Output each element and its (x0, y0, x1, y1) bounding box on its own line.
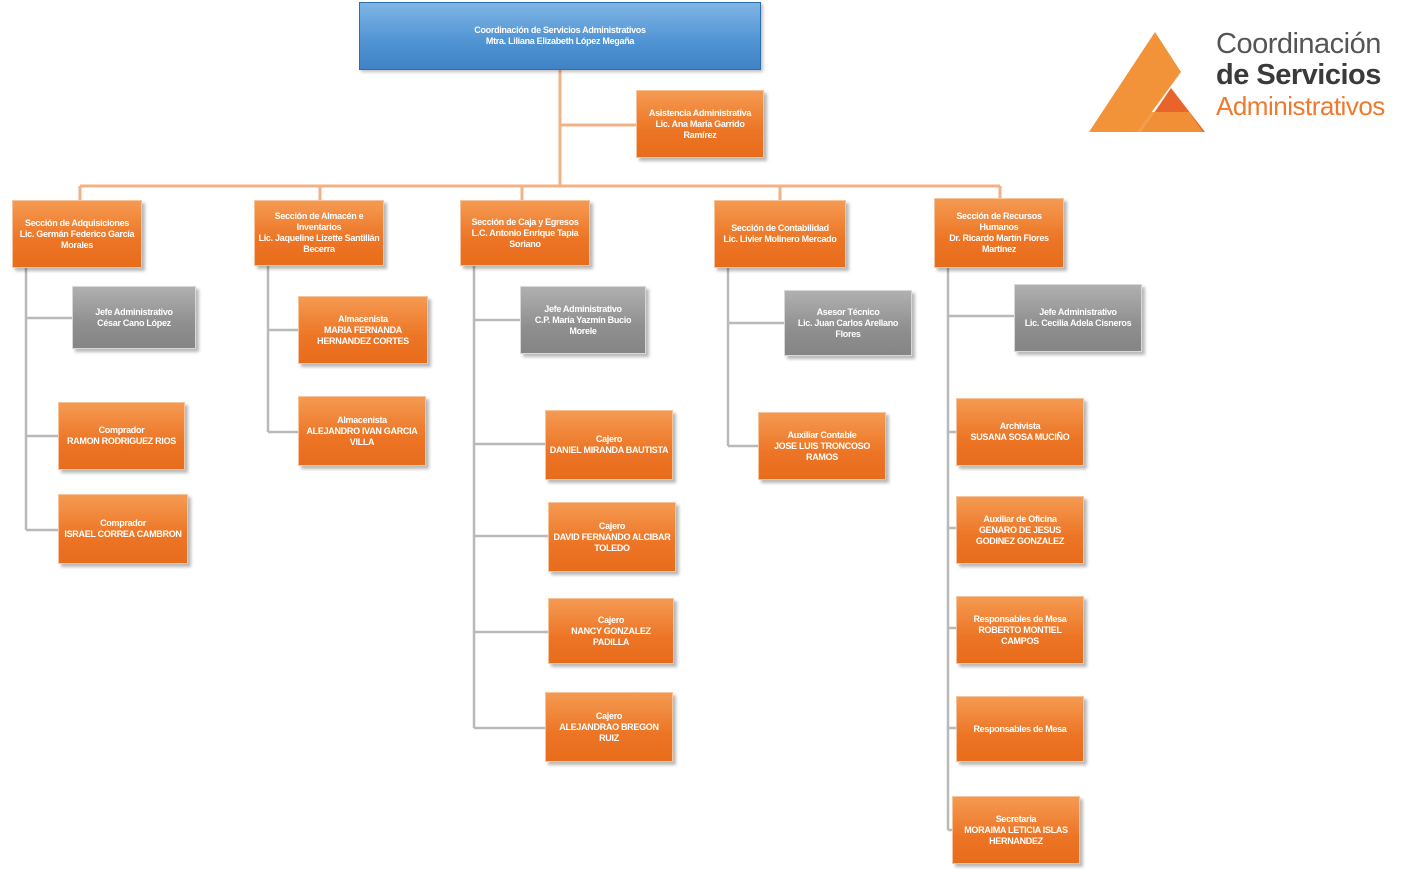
logo-line-2: de Servicios (1216, 59, 1381, 91)
staff-name: GENARO DE JESUS GODINEZ GONZALEZ (975, 524, 1065, 546)
staff-name: ALEJANDRO IVAN GARCIA VILLA (306, 425, 418, 447)
staff-box: Almacenista ALEJANDRO IVAN GARCIA VILLA (298, 396, 426, 466)
staff-box: Cajero DAVID FERNANDO ALCIBAR TOLEDO (548, 502, 676, 572)
logo-line-1: Coordinación (1216, 28, 1381, 60)
section-head-almacen: Sección de Almacén e Inventarios Lic. Ja… (254, 200, 384, 266)
staff-box: Archivista SUSANA SOSA MUCIÑO (956, 398, 1084, 466)
section-head-contabilidad: Sección de Contabilidad Lic. Livier Moli… (714, 200, 846, 268)
staff-box: Auxiliar Contable JOSE LUIS TRONCOSO RAM… (758, 412, 886, 480)
staff-box: Cajero NANCY GONZALEZ PADILLA (548, 598, 674, 664)
staff-box: Jefe Administrativo Lic. Cecilia Adela C… (1014, 284, 1142, 352)
staff-box: Jefe Administrativo C.P. María Yazmín Bu… (520, 286, 646, 354)
staff-box: Cajero DANIEL MIRANDA BAUTISTA (545, 410, 673, 480)
section-head-recursos-humanos: Sección de Recursos Humanos Dr. Ricardo … (934, 198, 1064, 268)
assistant-name: Lic. Ana María Garrido Ramírez (655, 118, 745, 140)
staff-title: Responsables de Mesa (973, 613, 1067, 624)
staff-title: Cajero (595, 710, 623, 721)
staff-box: Auxiliar de Oficina GENARO DE JESUS GODI… (956, 496, 1084, 564)
staff-title: Jefe Administrativo (1039, 307, 1117, 317)
section-head-name: L.C. Antonio Enrique Tapia Soriano (471, 227, 579, 249)
staff-box: Almacenista MARIA FERNANDA HERNANDEZ COR… (298, 296, 428, 364)
section-head-title: Sección de Caja y Egresos (471, 216, 579, 227)
section-head-name: Lic. Germán Federico García Morales (19, 228, 135, 250)
staff-name: DAVID FERNANDO ALCIBAR TOLEDO (553, 531, 671, 553)
section-head-title: Sección de Contabilidad (731, 223, 829, 233)
staff-title: Jefe Administrativo (544, 303, 622, 314)
staff-box: Jefe Administrativo César Cano López (72, 286, 196, 349)
staff-name: RAMON RODRIGUEZ RIOS (66, 436, 176, 446)
staff-title: Almacenista (337, 414, 387, 425)
staff-name: MARIA FERNANDA HERNANDEZ CORTES (317, 324, 409, 346)
staff-title: Archivista (999, 421, 1041, 431)
coordination-name: Mtra. Liliana Elizabeth López Megaña (485, 36, 635, 46)
section-head-title: Sección de Recursos Humanos (956, 211, 1042, 232)
assistant-box: Asistencia Administrativa Lic. Ana María… (636, 90, 764, 158)
staff-title: Jefe Administrativo (95, 306, 173, 317)
staff-title: Comprador (100, 518, 146, 528)
staff-title: Auxiliar Contable (787, 429, 857, 440)
staff-name: César Cano López (97, 317, 171, 328)
staff-box: Secretaria MORAIMA LETICIA ISLAS HERNAND… (952, 796, 1080, 864)
staff-title: Cajero (597, 614, 625, 625)
section-head-title: Sección de Almacén e Inventarios (274, 211, 364, 232)
section-head-name: Lic. Jaqueline Lizette Santillán Becerra (258, 233, 380, 254)
section-head-caja: Sección de Caja y Egresos L.C. Antonio E… (460, 200, 590, 266)
coordination-head-box: Coordinación de Servicios Administrativo… (359, 2, 761, 70)
staff-title: Auxiliar de Oficina (983, 513, 1057, 524)
staff-name: ROBERTO MONTIEL CAMPOS (978, 624, 1062, 646)
section-head-adquisiciones: Sección de Adquisiciones Lic. Germán Fed… (12, 200, 142, 268)
staff-box: Comprador ISRAEL CORREA CAMBRON (58, 494, 188, 564)
staff-name: NANCY GONZALEZ PADILLA (571, 625, 651, 647)
staff-name: Lic. Cecilia Adela Cisneros (1024, 318, 1132, 328)
logo-wordmark: Coordinación de Servicios Administrativo… (1216, 28, 1385, 121)
staff-name: ALEJANDRAO BREGON RUIZ (559, 721, 659, 743)
staff-box: Asesor Técnico Lic. Juan Carlos Arellano… (784, 290, 912, 356)
section-head-name: Lic. Livier Molinero Mercado (723, 234, 837, 244)
staff-box: Responsables de Mesa ROBERTO MONTIEL CAM… (956, 596, 1084, 664)
staff-title: Comprador (98, 425, 145, 435)
staff-name: DANIEL MIRANDA BAUTISTA (549, 445, 669, 455)
staff-box: Responsables de Mesa (956, 696, 1084, 762)
staff-name: Lic. Juan Carlos Arellano Flores (797, 317, 899, 339)
staff-title: Asesor Técnico (816, 306, 880, 317)
staff-name: C.P. María Yazmín Bucio Morele (534, 314, 632, 336)
logo-line-3: Administrativos (1216, 91, 1385, 121)
staff-box: Cajero ALEJANDRAO BREGON RUIZ (545, 692, 673, 762)
staff-title: Secretaria (995, 813, 1037, 824)
staff-name: JOSE LUIS TRONCOSO RAMOS (773, 440, 871, 462)
staff-title: Cajero (598, 520, 626, 531)
coordination-title: Coordinación de Servicios Administrativo… (474, 25, 646, 35)
logo-mark-icon (1089, 32, 1205, 132)
staff-name: MORAIMA LETICIA ISLAS HERNANDEZ (964, 824, 1068, 846)
staff-name: ISRAEL CORREA CAMBRON (64, 529, 182, 539)
staff-title: Cajero (595, 434, 623, 444)
staff-title: Responsables de Mesa (973, 723, 1067, 734)
assistant-title: Asistencia Administrativa (648, 107, 752, 118)
section-head-name: Dr. Ricardo Martín Flores Martínez (949, 233, 1049, 254)
staff-box: Comprador RAMON RODRIGUEZ RIOS (58, 402, 185, 470)
staff-name: SUSANA SOSA MUCIÑO (970, 432, 1070, 442)
staff-title: Almacenista (338, 313, 388, 324)
section-head-title: Sección de Adquisiciones (25, 217, 129, 228)
